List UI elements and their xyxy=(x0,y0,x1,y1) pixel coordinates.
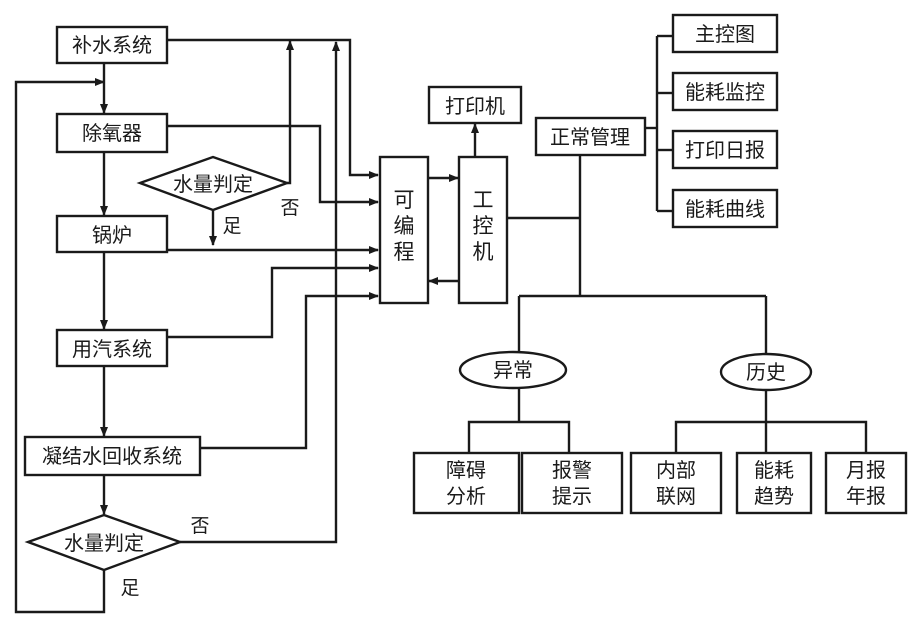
condensate-label: 凝结水回收系统 xyxy=(42,444,182,468)
fault-analysis-label-2: 分析 xyxy=(446,484,486,508)
water-judge-bottom-label: 水量判定 xyxy=(64,531,144,555)
monthly-yearly-label-2: 年报 xyxy=(846,484,886,508)
abnormal-branch xyxy=(467,420,571,453)
normal-management-label: 正常管理 xyxy=(550,125,630,149)
energy-curve-box xyxy=(671,188,779,229)
print-daily-label: 打印日报 xyxy=(685,138,765,162)
intranet-label-2: 联网 xyxy=(656,484,696,508)
energy-trend-label-2: 趋势 xyxy=(754,484,794,508)
plc-box xyxy=(378,155,430,305)
water-judge-bottom-yes: 足 xyxy=(120,577,139,599)
normal-management-box xyxy=(534,116,647,157)
energy-curve-label: 能耗曲线 xyxy=(685,197,765,221)
alarm-box xyxy=(520,451,624,515)
boiler-label: 锅炉 xyxy=(92,223,132,247)
history-branch xyxy=(674,420,868,453)
steam-use-label: 用汽系统 xyxy=(72,337,152,361)
energy-monitor-box xyxy=(671,71,779,112)
deaerator-to-plc xyxy=(167,124,379,206)
condensate-box xyxy=(23,435,202,477)
main-control-label: 主控图 xyxy=(695,22,755,46)
intranet-box xyxy=(629,451,723,515)
alarm-label-2: 提示 xyxy=(552,484,592,508)
fault-analysis-label-1: 障碍 xyxy=(446,458,486,482)
plc-label-3: 程 xyxy=(394,240,415,264)
intranet-label-1: 内部 xyxy=(656,458,696,482)
steam-to-plc xyxy=(167,264,379,339)
makeup-water-box xyxy=(55,25,169,65)
plc-label-1: 可 xyxy=(394,188,415,212)
energy-trend-box xyxy=(735,451,813,515)
makeup-water-label: 补水系统 xyxy=(72,33,152,57)
abnormal-ellipse xyxy=(458,350,568,390)
ipc-box xyxy=(457,155,509,305)
deaerator-box xyxy=(55,112,169,154)
water-judge-top-no: 否 xyxy=(280,197,299,219)
water-judge-top-label: 水量判定 xyxy=(173,172,253,196)
energy-monitor-label: 能耗监控 xyxy=(685,80,765,104)
ipc-label-1: 工 xyxy=(473,188,494,212)
ipc-label-3: 机 xyxy=(473,240,494,264)
monthly-yearly-box xyxy=(824,451,908,515)
history-label: 历史 xyxy=(746,360,786,384)
deaerator-label: 除氧器 xyxy=(82,121,142,145)
abnormal-label: 异常 xyxy=(493,358,533,382)
boiler-box xyxy=(55,214,169,254)
main-control-box xyxy=(671,13,779,54)
water-judge-top-yes: 足 xyxy=(222,215,241,237)
loop-bottom-judge-to-makeup xyxy=(14,78,106,614)
ipc-label-2: 控 xyxy=(473,214,494,238)
plc-label-2: 编 xyxy=(394,214,415,238)
fault-analysis-box xyxy=(412,451,521,515)
printer-label: 打印机 xyxy=(445,94,505,118)
energy-trend-label-1: 能耗 xyxy=(754,458,794,482)
steam-use-box xyxy=(55,328,169,368)
bottom-judge-no-to-plc xyxy=(180,41,340,544)
monthly-yearly-label-1: 月报 xyxy=(846,458,886,482)
top-judge-no-arrow xyxy=(286,40,294,185)
condensate-to-plc xyxy=(200,292,379,450)
alarm-label-1: 报警 xyxy=(552,458,592,482)
water-judge-bottom-no: 否 xyxy=(190,515,209,537)
makeup-to-plc xyxy=(167,38,379,179)
print-daily-box xyxy=(671,129,779,170)
